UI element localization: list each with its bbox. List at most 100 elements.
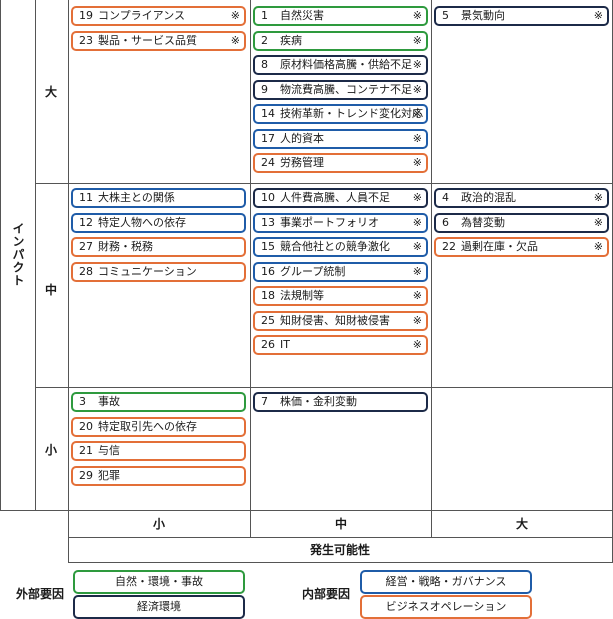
risk-label: 物流費高騰、コンテナ不足: [280, 82, 412, 96]
risk-number: 7: [261, 395, 268, 408]
risk-number: 15: [261, 240, 275, 253]
risk-label: 犯罪: [98, 468, 120, 482]
x-level-mid: 中: [335, 517, 348, 531]
risk-number: 2: [261, 33, 268, 47]
risk-item-3: 3 事故: [71, 392, 246, 412]
matrix-bottom-line: [0, 510, 613, 511]
reference-mark: ※: [412, 131, 422, 145]
risk-label: 自然災害: [280, 9, 324, 22]
risk-label: 事故: [98, 395, 120, 408]
risk-label: 法規制等: [280, 289, 324, 302]
row-divider-1: [35, 183, 613, 184]
risk-label: 製品・サービス品質: [98, 33, 197, 47]
risk-number: 10: [261, 191, 275, 204]
risk-item-22: 22 過剰在庫・欠品 ※: [434, 237, 609, 257]
risk-label: 技術革新・トレンド変化対応: [280, 107, 423, 120]
risk-label: 大株主との関係: [98, 191, 175, 204]
risk-item-28: 28 コミュニケーション: [71, 261, 246, 282]
risk-number: 12: [79, 215, 93, 229]
legend-natural-environment-accident: 自然・環境・事故: [73, 570, 245, 594]
risk-number: 24: [261, 156, 275, 169]
reference-mark: ※: [412, 9, 422, 22]
reference-mark: ※: [412, 58, 422, 71]
reference-mark: ※: [412, 191, 422, 204]
risk-item-18: 18 法規制等 ※: [253, 286, 428, 306]
y-level-high: 大: [45, 85, 58, 99]
risk-item-9: 9 物流費高騰、コンテナ不足※: [253, 79, 428, 100]
risk-number: 22: [442, 240, 456, 253]
risk-number: 1: [261, 9, 268, 22]
risk-label: グループ統制: [280, 264, 346, 278]
risk-item-8: 8 原材料価格高騰・供給不足※: [253, 55, 428, 75]
risk-item-19: 19 コンプライアンス ※: [71, 6, 246, 26]
risk-number: 8: [261, 58, 268, 71]
risk-label: 景気動向: [461, 9, 505, 22]
reference-mark: ※: [412, 33, 422, 47]
col-divider-2: [431, 0, 432, 538]
x-level-high: 大: [516, 517, 529, 531]
risk-number: 28: [79, 264, 93, 278]
legend-external-label: 外部要因: [16, 587, 65, 601]
risk-label: コンプライアンス: [98, 9, 186, 22]
risk-label: 特定取引先への依存: [98, 419, 197, 433]
risk-number: 29: [79, 468, 93, 482]
risk-label: 過剰在庫・欠品: [461, 240, 538, 253]
risk-number: 23: [79, 33, 93, 47]
risk-label: 特定人物への依存: [98, 215, 186, 229]
risk-number: 18: [261, 289, 275, 302]
reference-mark: ※: [412, 240, 422, 253]
risk-label: 株価・金利変動: [280, 395, 357, 408]
risk-label: 人的資本: [280, 131, 324, 145]
risk-label: コミュニケーション: [98, 264, 197, 278]
risk-label: 為替変動: [461, 215, 505, 229]
risk-item-11: 11 大株主との関係: [71, 188, 246, 208]
reference-mark: ※: [412, 338, 422, 351]
row-divider-2: [35, 387, 613, 388]
x-level-low: 小: [153, 517, 166, 531]
reference-mark: ※: [230, 9, 240, 22]
reference-mark: ※: [412, 82, 422, 96]
reference-mark: ※: [412, 289, 422, 302]
reference-mark: ※: [230, 33, 240, 47]
impact-label-divider: [35, 0, 36, 510]
x-level-bottom-line: [68, 537, 613, 538]
reference-mark: ※: [412, 313, 422, 327]
risk-number: 6: [442, 215, 449, 229]
y-level-low: 小: [45, 443, 58, 457]
reference-mark: ※: [412, 107, 422, 120]
risk-number: 16: [261, 264, 275, 278]
risk-number: 9: [261, 82, 268, 96]
risk-number: 13: [261, 215, 275, 229]
risk-item-1: 1 自然災害 ※: [253, 6, 428, 26]
risk-label: IT: [280, 338, 290, 351]
risk-item-12: 12 特定人物への依存: [71, 212, 246, 233]
legend-business-operation: ビジネスオペレーション: [360, 595, 532, 619]
risk-number: 3: [79, 395, 86, 408]
reference-mark: ※: [593, 240, 603, 253]
risk-label: 原材料価格高騰・供給不足: [280, 58, 412, 71]
risk-number: 27: [79, 240, 93, 253]
risk-label: 競合他社との競争激化: [280, 240, 390, 253]
risk-number: 19: [79, 9, 93, 22]
y-axis-title: インパクト: [11, 222, 25, 287]
legend-economic-environment: 経済環境: [73, 595, 245, 619]
risk-number: 11: [79, 191, 93, 204]
reference-mark: ※: [593, 215, 603, 229]
reference-mark: ※: [593, 191, 603, 204]
frame-left-line: [0, 0, 1, 510]
risk-label: 知財侵害、知財被侵害: [280, 313, 390, 327]
risk-item-15: 15 競合他社との競争激化 ※: [253, 237, 428, 257]
x-title-bottom-line: [68, 562, 613, 563]
reference-mark: ※: [412, 156, 422, 169]
risk-number: 5: [442, 9, 449, 22]
y-level-mid: 中: [45, 283, 58, 297]
